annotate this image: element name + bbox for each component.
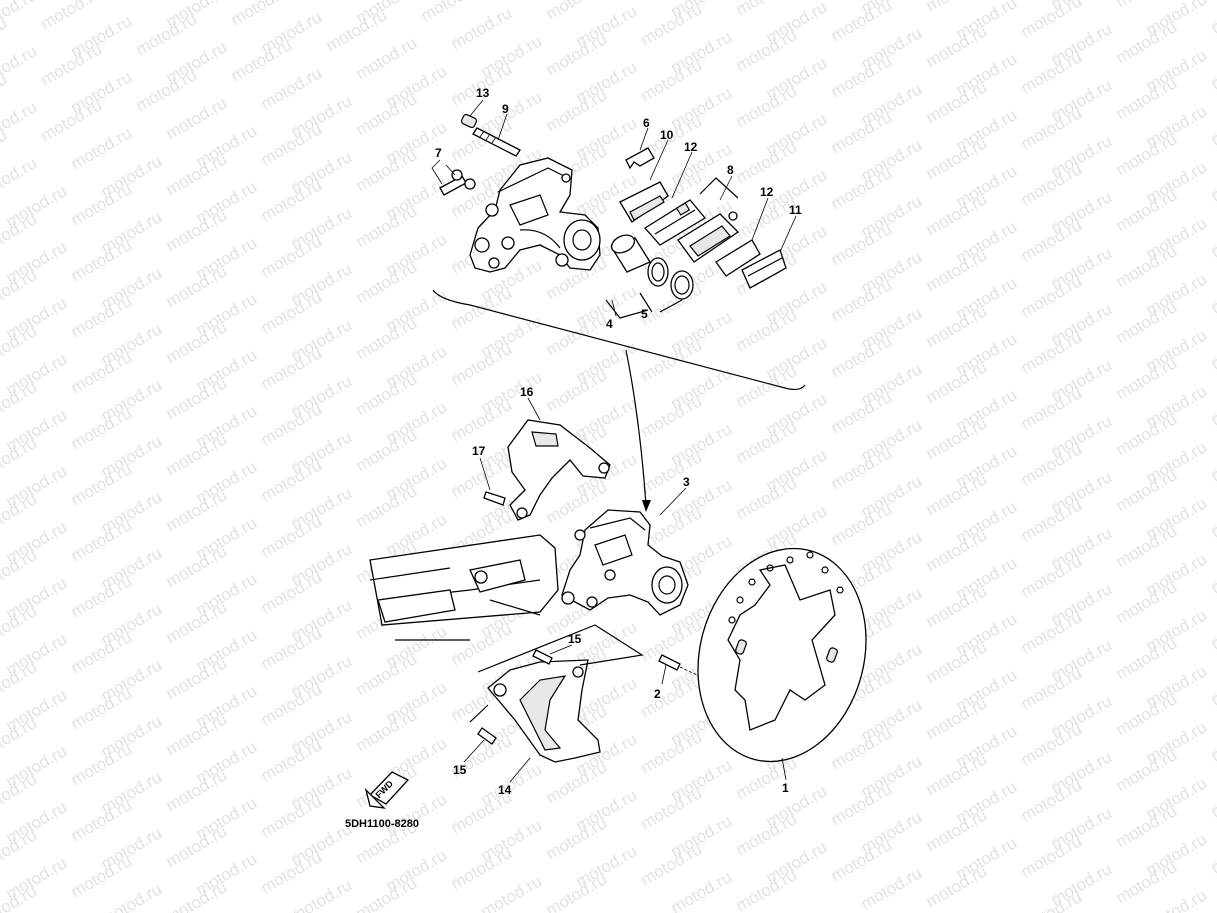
caliper-body-exploded (469, 157, 601, 273)
disc-guard (487, 659, 601, 763)
bracket-bolt (483, 491, 506, 506)
assembly-separator-line (432, 289, 806, 391)
pin-boot (460, 113, 478, 129)
brake-disc (697, 547, 867, 763)
brake-pad-inner (619, 181, 669, 223)
callout-17: 17 (472, 444, 486, 458)
piston (610, 234, 651, 273)
slide-pin (472, 127, 521, 157)
callout-11: 11 (789, 203, 802, 217)
callout-7: 7 (435, 146, 442, 160)
caliper-bracket (507, 419, 611, 521)
callout-6: 6 (643, 116, 650, 130)
callout-1: 1 (782, 781, 789, 795)
guard-bracket-lines (477, 624, 644, 673)
callout-8: 8 (727, 163, 734, 177)
fwd-arrow-icon: FWD (364, 771, 410, 809)
callout-15-lower: 15 (453, 763, 467, 777)
swingarm (369, 534, 559, 641)
callout-15-upper: 15 (568, 632, 582, 646)
rear-caliper-assembly (561, 509, 689, 616)
callout-16: 16 (520, 385, 534, 399)
guard-bolt-lower (477, 727, 497, 745)
pad-spring-clip (625, 147, 655, 170)
pad-bracket-lines (699, 177, 739, 199)
callout-14: 14 (498, 783, 512, 797)
callout-13: 13 (476, 86, 490, 100)
callout-10: 10 (660, 128, 674, 142)
assembly-pointer-arrow (625, 349, 647, 506)
callout-12-upper: 12 (684, 140, 698, 154)
brake-pad-set (677, 211, 740, 263)
brake-pad-outer (715, 239, 761, 277)
bleed-screw (439, 169, 476, 196)
callout-4: 4 (606, 317, 613, 331)
pad-shim-a (644, 199, 706, 246)
piston-seal (647, 257, 669, 287)
callout-9: 9 (502, 102, 509, 116)
diagram-code: 5DH1100-8280 (345, 818, 420, 830)
callout-3: 3 (683, 475, 690, 489)
guard-bolt-upper (532, 649, 553, 665)
piston-bracket-lines (605, 299, 649, 319)
callout-2: 2 (654, 687, 661, 701)
callout-5: 5 (641, 307, 648, 321)
callout-12-lower: 12 (760, 185, 774, 199)
dust-seal (670, 270, 694, 300)
callout-labels: 13 9 7 6 10 12 8 12 11 4 5 16 17 3 15 2 … (435, 86, 802, 797)
leader-lines (431, 99, 797, 783)
pad-shim-b (741, 249, 787, 289)
